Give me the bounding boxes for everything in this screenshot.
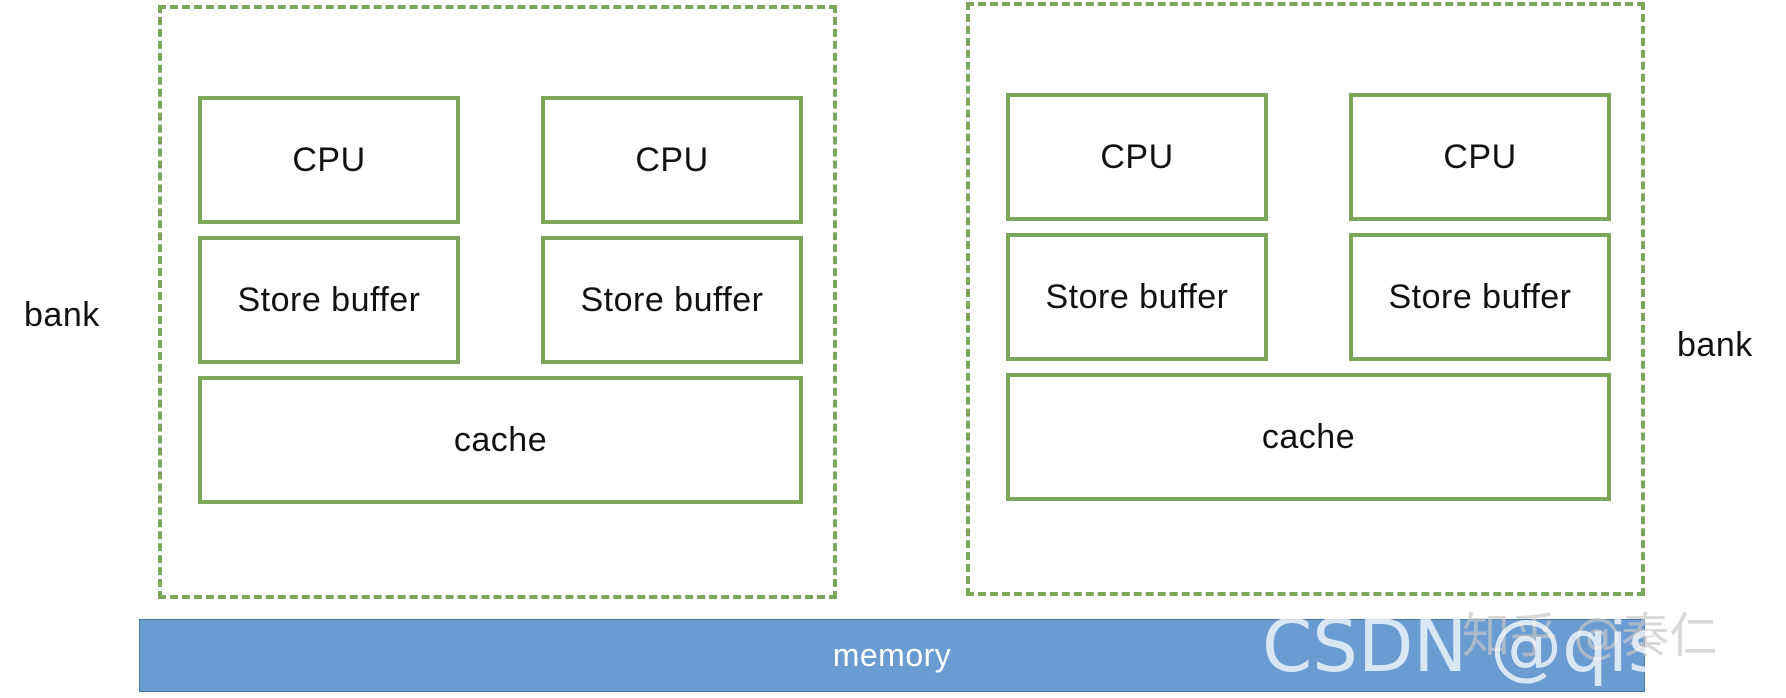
bank-label-left: bank [24,296,100,334]
cpu-box-right-2: CPU [1349,93,1611,221]
store-buffer-box-right-2: Store buffer [1349,233,1611,361]
memory-label: memory [832,637,952,673]
cache-box-left: cache [198,376,803,504]
memory-bar: memory [139,619,1645,692]
cache-box-right: cache [1006,373,1611,501]
cpu-box-left-2: CPU [541,96,803,224]
bank-group-left [158,5,837,599]
cpu-box-left-1: CPU [198,96,460,224]
cpu-box-right-1: CPU [1006,93,1268,221]
bank-group-right [966,2,1645,596]
bank-label-right: bank [1677,326,1753,364]
store-buffer-box-right-1: Store buffer [1006,233,1268,361]
store-buffer-box-left-2: Store buffer [541,236,803,364]
store-buffer-box-left-1: Store buffer [198,236,460,364]
